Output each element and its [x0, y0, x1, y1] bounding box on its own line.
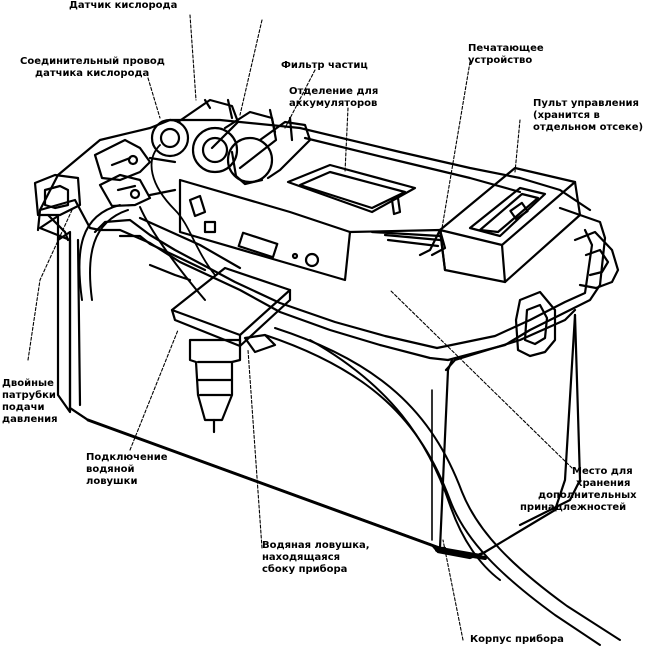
label-oxygen-sensor: Датчик кислорода	[69, 0, 177, 12]
leader-battery	[344, 107, 349, 173]
sensor-cable	[150, 144, 216, 276]
label-water-trap-line: сбоку прибора	[262, 564, 348, 575]
label-oxygen-sensor-text: Датчик кислорода	[69, 0, 178, 11]
label-accessory-line: дополнительных	[538, 490, 637, 501]
leader-control-panel	[514, 119, 521, 173]
label-sensor-cable-line: датчика кислорода	[35, 68, 150, 79]
label-water-trap: Водяная ловушка, находящаяся сбоку прибо…	[262, 540, 370, 576]
label-dual-tubes-line: давления	[2, 414, 58, 425]
label-dual-tubes-line: Двойные	[2, 378, 54, 389]
leader-housing	[442, 539, 464, 641]
printer	[370, 228, 442, 257]
leader-water-trap	[247, 349, 263, 549]
label-dual-tubes-line: патрубки	[2, 390, 56, 401]
label-control-panel-line: (хранится в	[533, 110, 600, 121]
label-housing-text: Корпус прибора	[470, 634, 564, 645]
leader-particle-filter	[284, 69, 316, 129]
hoses	[78, 204, 621, 646]
case-rim	[36, 118, 607, 362]
label-accessory-line: Место для	[572, 466, 633, 477]
label-control-panel-line: Пульт управления	[533, 98, 639, 109]
label-dual-tubes: Двойные патрубки подачи давления	[2, 378, 58, 426]
label-accessory-line: хранения	[576, 478, 631, 489]
leader-accessory	[389, 289, 573, 469]
battery-compartment	[178, 163, 447, 282]
label-sensor-cable-line: Соединительный провод	[20, 56, 165, 67]
label-water-trap-line: Водяная ловушка,	[262, 540, 370, 551]
label-trap-connection: Подключение водяной ловушки	[86, 452, 168, 488]
control-panel	[438, 166, 582, 284]
leader-sensor-cable	[147, 77, 161, 119]
label-printer: Печатающее устройство	[468, 43, 544, 67]
oxygen-sensor-cylinders	[150, 98, 312, 186]
label-housing: Корпус прибора	[470, 634, 564, 646]
label-battery-line: аккумуляторов	[289, 98, 378, 109]
label-trap-connection-line: Подключение	[86, 452, 168, 463]
label-water-trap-line: находящаяся	[262, 552, 341, 563]
label-dual-tubes-line: подачи	[2, 402, 45, 413]
right-handle	[514, 230, 620, 358]
leader-lines	[27, 14, 573, 641]
leader-printer	[439, 61, 471, 241]
leader-dual-tubes	[27, 209, 73, 361]
label-printer-line: Печатающее	[468, 43, 544, 54]
label-accessory-line: принадлежностей	[520, 502, 627, 513]
label-trap-connection-line: ловушки	[86, 476, 138, 487]
label-printer-line: устройство	[468, 55, 533, 66]
leader-trap-connection	[129, 329, 179, 451]
label-trap-connection-line: водяной	[86, 464, 135, 475]
label-control-panel: Пульт управления (хранится в отдельном о…	[533, 98, 643, 134]
label-sensor-cable: Соединительный провод датчика кислорода	[20, 56, 165, 80]
left-bracket	[33, 173, 82, 242]
leader-top	[239, 19, 263, 116]
label-particle-filter-text: Фильтр частиц	[281, 60, 368, 71]
label-accessory-storage: Место для хранения дополнительных принад…	[520, 466, 637, 514]
label-particle-filter: Фильтр частиц	[281, 60, 368, 72]
water-trap	[170, 266, 292, 434]
label-battery-line: Отделение для	[289, 86, 379, 97]
case-housing	[38, 214, 582, 560]
label-battery: Отделение для аккумуляторов	[289, 86, 378, 110]
label-control-panel-line: отдельном отсеке)	[533, 122, 644, 133]
pressure-fittings	[93, 138, 177, 208]
leader-oxygen-sensor	[189, 14, 197, 101]
